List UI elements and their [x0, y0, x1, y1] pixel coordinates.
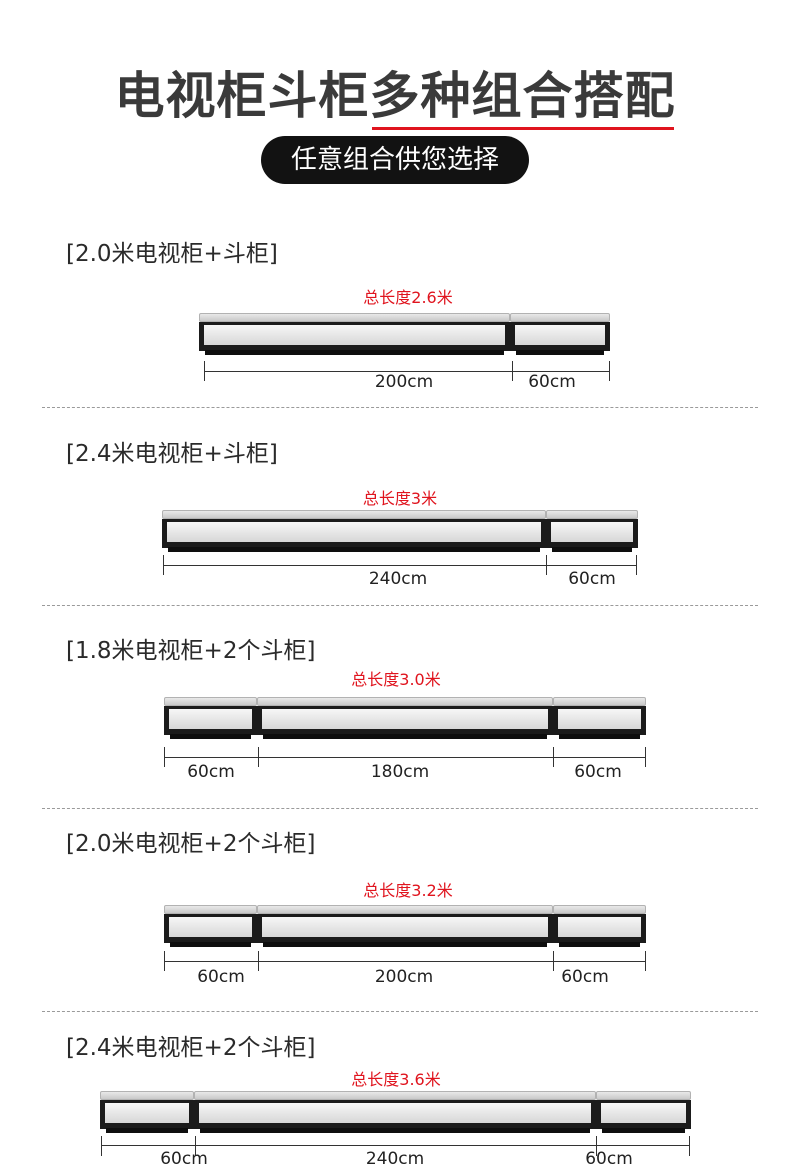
dimension-tick — [609, 361, 610, 381]
chest-cabinet — [510, 313, 610, 355]
dimension-tick — [101, 1136, 102, 1156]
section-total-1: 总长度2.6米 — [363, 288, 453, 307]
dimension-line — [163, 565, 637, 566]
section-total-4: 总长度3.2米 — [363, 881, 453, 900]
page-title: 电视柜斗柜多种组合搭配 — [0, 56, 790, 130]
dimension-tick — [553, 747, 554, 767]
dimension-tick — [195, 1136, 196, 1156]
chest-cabinet — [546, 510, 638, 552]
dimension-tick — [645, 747, 646, 767]
dimension-tick — [258, 747, 259, 767]
chest-cabinet — [553, 697, 646, 739]
subtitle-pill: 任意组合供您选择 — [261, 136, 529, 184]
section-label-3: [1.8米电视柜+2个斗柜] — [66, 638, 316, 664]
section-total-2: 总长度3米 — [362, 489, 438, 508]
dimension-text: 240cm — [368, 569, 428, 589]
dimension-text: 60cm — [160, 1149, 208, 1169]
tv-cabinet — [257, 697, 553, 739]
dimension-line — [164, 757, 646, 758]
section-divider — [42, 407, 758, 408]
tv-cabinet — [194, 1091, 596, 1133]
dimension-tick — [636, 555, 637, 575]
dimension-line — [101, 1145, 690, 1146]
chest-cabinet — [164, 697, 257, 739]
dimension-tick — [164, 951, 165, 971]
dimension-text: 200cm — [374, 967, 434, 987]
dimension-text: 180cm — [370, 762, 430, 782]
section-divider — [42, 808, 758, 809]
dimension-tick — [204, 361, 205, 381]
tv-cabinet — [257, 905, 553, 947]
dimension-text: 60cm — [197, 967, 245, 987]
title-part1: 电视柜斗柜 — [114, 67, 370, 125]
chest-cabinet — [100, 1091, 194, 1133]
chest-cabinet — [596, 1091, 691, 1133]
dimension-text: 60cm — [528, 372, 576, 392]
section-label-5: [2.4米电视柜+2个斗柜] — [66, 1035, 316, 1061]
dimension-text: 200cm — [374, 372, 434, 392]
section-label-4: [2.0米电视柜+2个斗柜] — [66, 831, 316, 857]
chest-cabinet — [553, 905, 646, 947]
dimension-tick — [596, 1136, 597, 1156]
dimension-line — [204, 371, 610, 372]
dimension-tick — [553, 951, 554, 971]
dimension-text: 60cm — [585, 1149, 633, 1169]
section-label-2: [2.4米电视柜+斗柜] — [66, 441, 278, 467]
dimension-tick — [546, 555, 547, 575]
dimension-line — [164, 961, 646, 962]
section-total-5: 总长度3.6米 — [351, 1070, 441, 1089]
tv-cabinet — [199, 313, 510, 355]
dimension-text: 60cm — [574, 762, 622, 782]
section-divider — [42, 605, 758, 606]
title-part2-underlined: 多种组合搭配 — [370, 56, 676, 130]
dimension-text: 60cm — [561, 967, 609, 987]
tv-cabinet — [162, 510, 546, 552]
dimension-text: 60cm — [568, 569, 616, 589]
dimension-text: 240cm — [365, 1149, 425, 1169]
section-total-3: 总长度3.0米 — [351, 670, 441, 689]
dimension-tick — [512, 361, 513, 381]
dimension-tick — [645, 951, 646, 971]
section-divider — [42, 1011, 758, 1012]
chest-cabinet — [164, 905, 257, 947]
dimension-tick — [258, 951, 259, 971]
dimension-tick — [689, 1136, 690, 1156]
dimension-tick — [164, 747, 165, 767]
dimension-text: 60cm — [187, 762, 235, 782]
section-label-1: [2.0米电视柜+斗柜] — [66, 241, 278, 267]
dimension-tick — [163, 555, 164, 575]
